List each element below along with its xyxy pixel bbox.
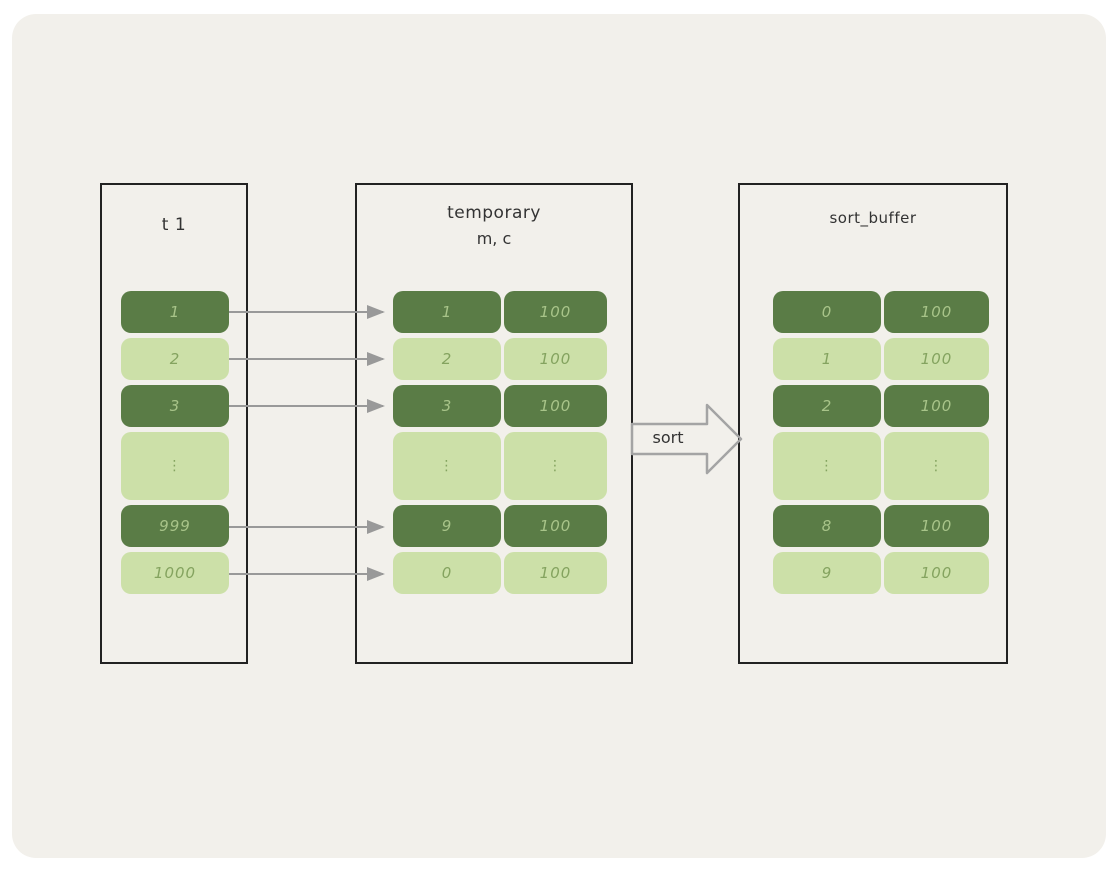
sort-buffer-m-cell: 8 [773, 505, 881, 547]
t1-row-cell: 1 [121, 291, 229, 333]
sort-buffer-ellipsis-cell: ⋮ [884, 432, 989, 500]
panel-temporary-title: temporary [447, 203, 541, 223]
t1-row-cell: 3 [121, 385, 229, 427]
panel-t1: t 1 1 2 3 ⋮ 999 1000 [100, 183, 248, 664]
sort-buffer-c-cell: 100 [884, 338, 989, 380]
panel-t1-title: t 1 [161, 215, 187, 235]
sort-buffer-c-cell: 100 [884, 385, 989, 427]
t1-row-cell: 1000 [121, 552, 229, 594]
temporary-m-cell: 0 [393, 552, 501, 594]
temporary-m-cell: 2 [393, 338, 501, 380]
temporary-ellipsis-cell: ⋮ [393, 432, 501, 500]
panel-sort-buffer: sort_buffer 0 100 1 100 2 100 ⋮ ⋮ 8 100 … [738, 183, 1008, 664]
sort-buffer-c-cell: 100 [884, 552, 989, 594]
sort-arrow-label: sort [652, 428, 684, 447]
sort-buffer-c-cell: 100 [884, 291, 989, 333]
sort-buffer-m-cell: 2 [773, 385, 881, 427]
temporary-c-cell: 100 [504, 291, 607, 333]
sort-buffer-m-cell: 0 [773, 291, 881, 333]
panel-sort-buffer-title: sort_buffer [829, 209, 917, 227]
temporary-m-cell: 9 [393, 505, 501, 547]
t1-row-cell: 999 [121, 505, 229, 547]
temporary-c-cell: 100 [504, 385, 607, 427]
temporary-ellipsis-cell: ⋮ [504, 432, 607, 500]
t1-row-ellipsis-cell: ⋮ [121, 432, 229, 500]
temporary-c-cell: 100 [504, 552, 607, 594]
temporary-c-cell: 100 [504, 338, 607, 380]
sort-buffer-m-cell: 1 [773, 338, 881, 380]
sort-buffer-m-cell: 9 [773, 552, 881, 594]
sort-buffer-ellipsis-cell: ⋮ [773, 432, 881, 500]
sort-buffer-c-cell: 100 [884, 505, 989, 547]
panel-temporary-subtitle: m, c [476, 229, 512, 248]
t1-row-cell: 2 [121, 338, 229, 380]
temporary-c-cell: 100 [504, 505, 607, 547]
temporary-m-cell: 3 [393, 385, 501, 427]
temporary-m-cell: 1 [393, 291, 501, 333]
panel-temporary: temporary m, c 1 100 2 100 3 100 ⋮ ⋮ 9 1… [355, 183, 633, 664]
